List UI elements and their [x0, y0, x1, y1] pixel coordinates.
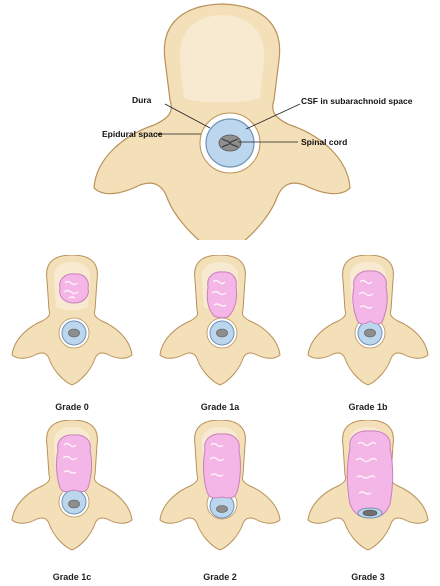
grade-0-svg [2, 255, 142, 405]
grade-panel-1b: Grade 1b [298, 255, 438, 405]
grade-label: Grade 1c [2, 573, 142, 582]
label-csf: CSF in subarachnoid space [301, 97, 412, 106]
grade-1b-svg [298, 255, 438, 405]
grade-panel-1a: Grade 1a [150, 255, 290, 405]
vertebral-body-shade [180, 15, 265, 103]
vertebra-anatomy-diagram: Dura CSF in subarachnoid space Epidural … [0, 0, 440, 240]
compressed-spinal-cord [363, 510, 377, 516]
epidural-lesion [57, 435, 92, 492]
epidural-lesion [60, 274, 89, 303]
grade-3-svg [298, 420, 438, 570]
spinal-cord [217, 329, 228, 337]
grade-label: Grade 2 [150, 573, 290, 582]
grade-panel-3: Grade 3 [298, 420, 438, 570]
grade-label: Grade 3 [298, 573, 438, 582]
grade-panel-0: Grade 0 [2, 255, 142, 405]
grade-1c-svg [2, 420, 142, 570]
spinal-cord [69, 329, 80, 337]
label-dura: Dura [132, 96, 151, 105]
epidural-lesion [204, 434, 241, 498]
grade-2-svg [150, 420, 290, 570]
label-spinal-cord: Spinal cord [301, 138, 347, 147]
grade-panel-2: Grade 2 [150, 420, 290, 570]
epidural-lesion [353, 271, 387, 324]
spinal-cord [365, 329, 376, 337]
grade-panel-1c: Grade 1c [2, 420, 142, 570]
grade-1a-svg [150, 255, 290, 405]
vertebra-anatomy-svg [0, 0, 440, 240]
label-epidural-space: Epidural space [102, 130, 162, 139]
spinal-cord [69, 500, 80, 508]
spinal-cord [217, 506, 228, 513]
grade-label: Grade 1a [150, 403, 290, 412]
grade-label: Grade 1b [298, 403, 438, 412]
grade-label: Grade 0 [2, 403, 142, 412]
